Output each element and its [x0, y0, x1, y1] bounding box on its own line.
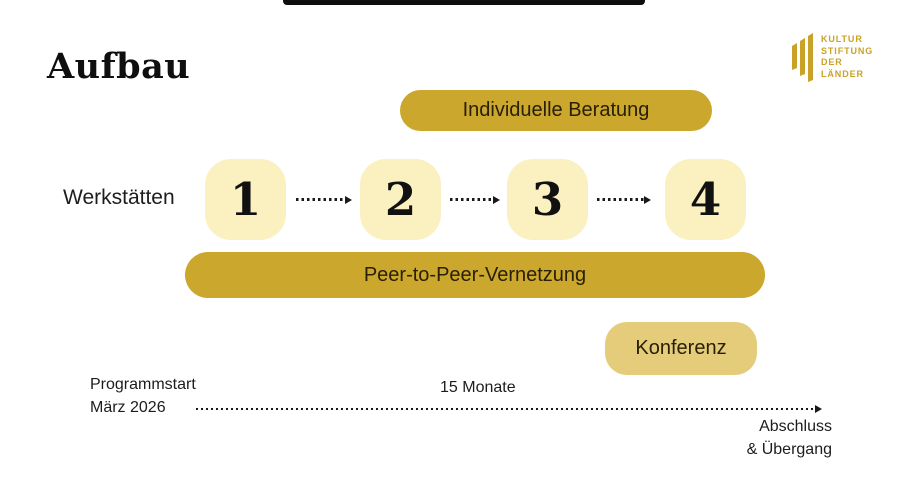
- logo-pillars-icon: [792, 33, 813, 82]
- logo-line: DER: [821, 57, 843, 68]
- workshop-step-1: 1: [205, 159, 286, 240]
- workshop-step-4: 4: [665, 159, 746, 240]
- workshop-step-3: 3: [507, 159, 588, 240]
- top-bar-decoration: [283, 0, 645, 5]
- timeline-start-date: März 2026: [90, 399, 166, 416]
- dotted-arrow: [296, 195, 352, 204]
- kulturstiftung-logo: KULTUR STIFTUNG DER LÄNDER: [792, 32, 873, 82]
- workshops-label: Werkstätten: [63, 186, 175, 209]
- arrow-head-icon: [345, 195, 352, 204]
- timeline-duration-label: 15 Monate: [440, 379, 516, 396]
- arrow-head-icon: [644, 195, 651, 204]
- dotted-line: [597, 198, 644, 201]
- arrow-head-icon: [815, 404, 822, 413]
- logo-wordmark: KULTUR STIFTUNG DER LÄNDER: [821, 34, 873, 80]
- logo-line: STIFTUNG: [821, 45, 874, 56]
- dotted-line: [450, 198, 493, 201]
- individual-consulting-pill: Individuelle Beratung: [400, 90, 712, 131]
- dotted-arrow: [597, 195, 651, 204]
- logo-line: KULTUR: [821, 34, 863, 44]
- timeline-end-label: Abschluss: [759, 418, 832, 435]
- timeline-dotted-arrow: [196, 404, 822, 413]
- logo-line: LÄNDER: [821, 68, 864, 79]
- arrow-head-icon: [493, 195, 500, 204]
- workshop-step-2: 2: [360, 159, 441, 240]
- timeline-end-label2: & Übergang: [746, 441, 832, 458]
- dotted-line: [296, 198, 345, 201]
- peer-networking-pill: Peer-to-Peer-Vernetzung: [185, 252, 765, 298]
- dotted-arrow: [450, 195, 500, 204]
- conference-box: Konferenz: [605, 322, 757, 375]
- timeline-start-label: Programmstart: [90, 376, 196, 393]
- page-title: Aufbau: [47, 46, 191, 87]
- dotted-line: [196, 407, 815, 410]
